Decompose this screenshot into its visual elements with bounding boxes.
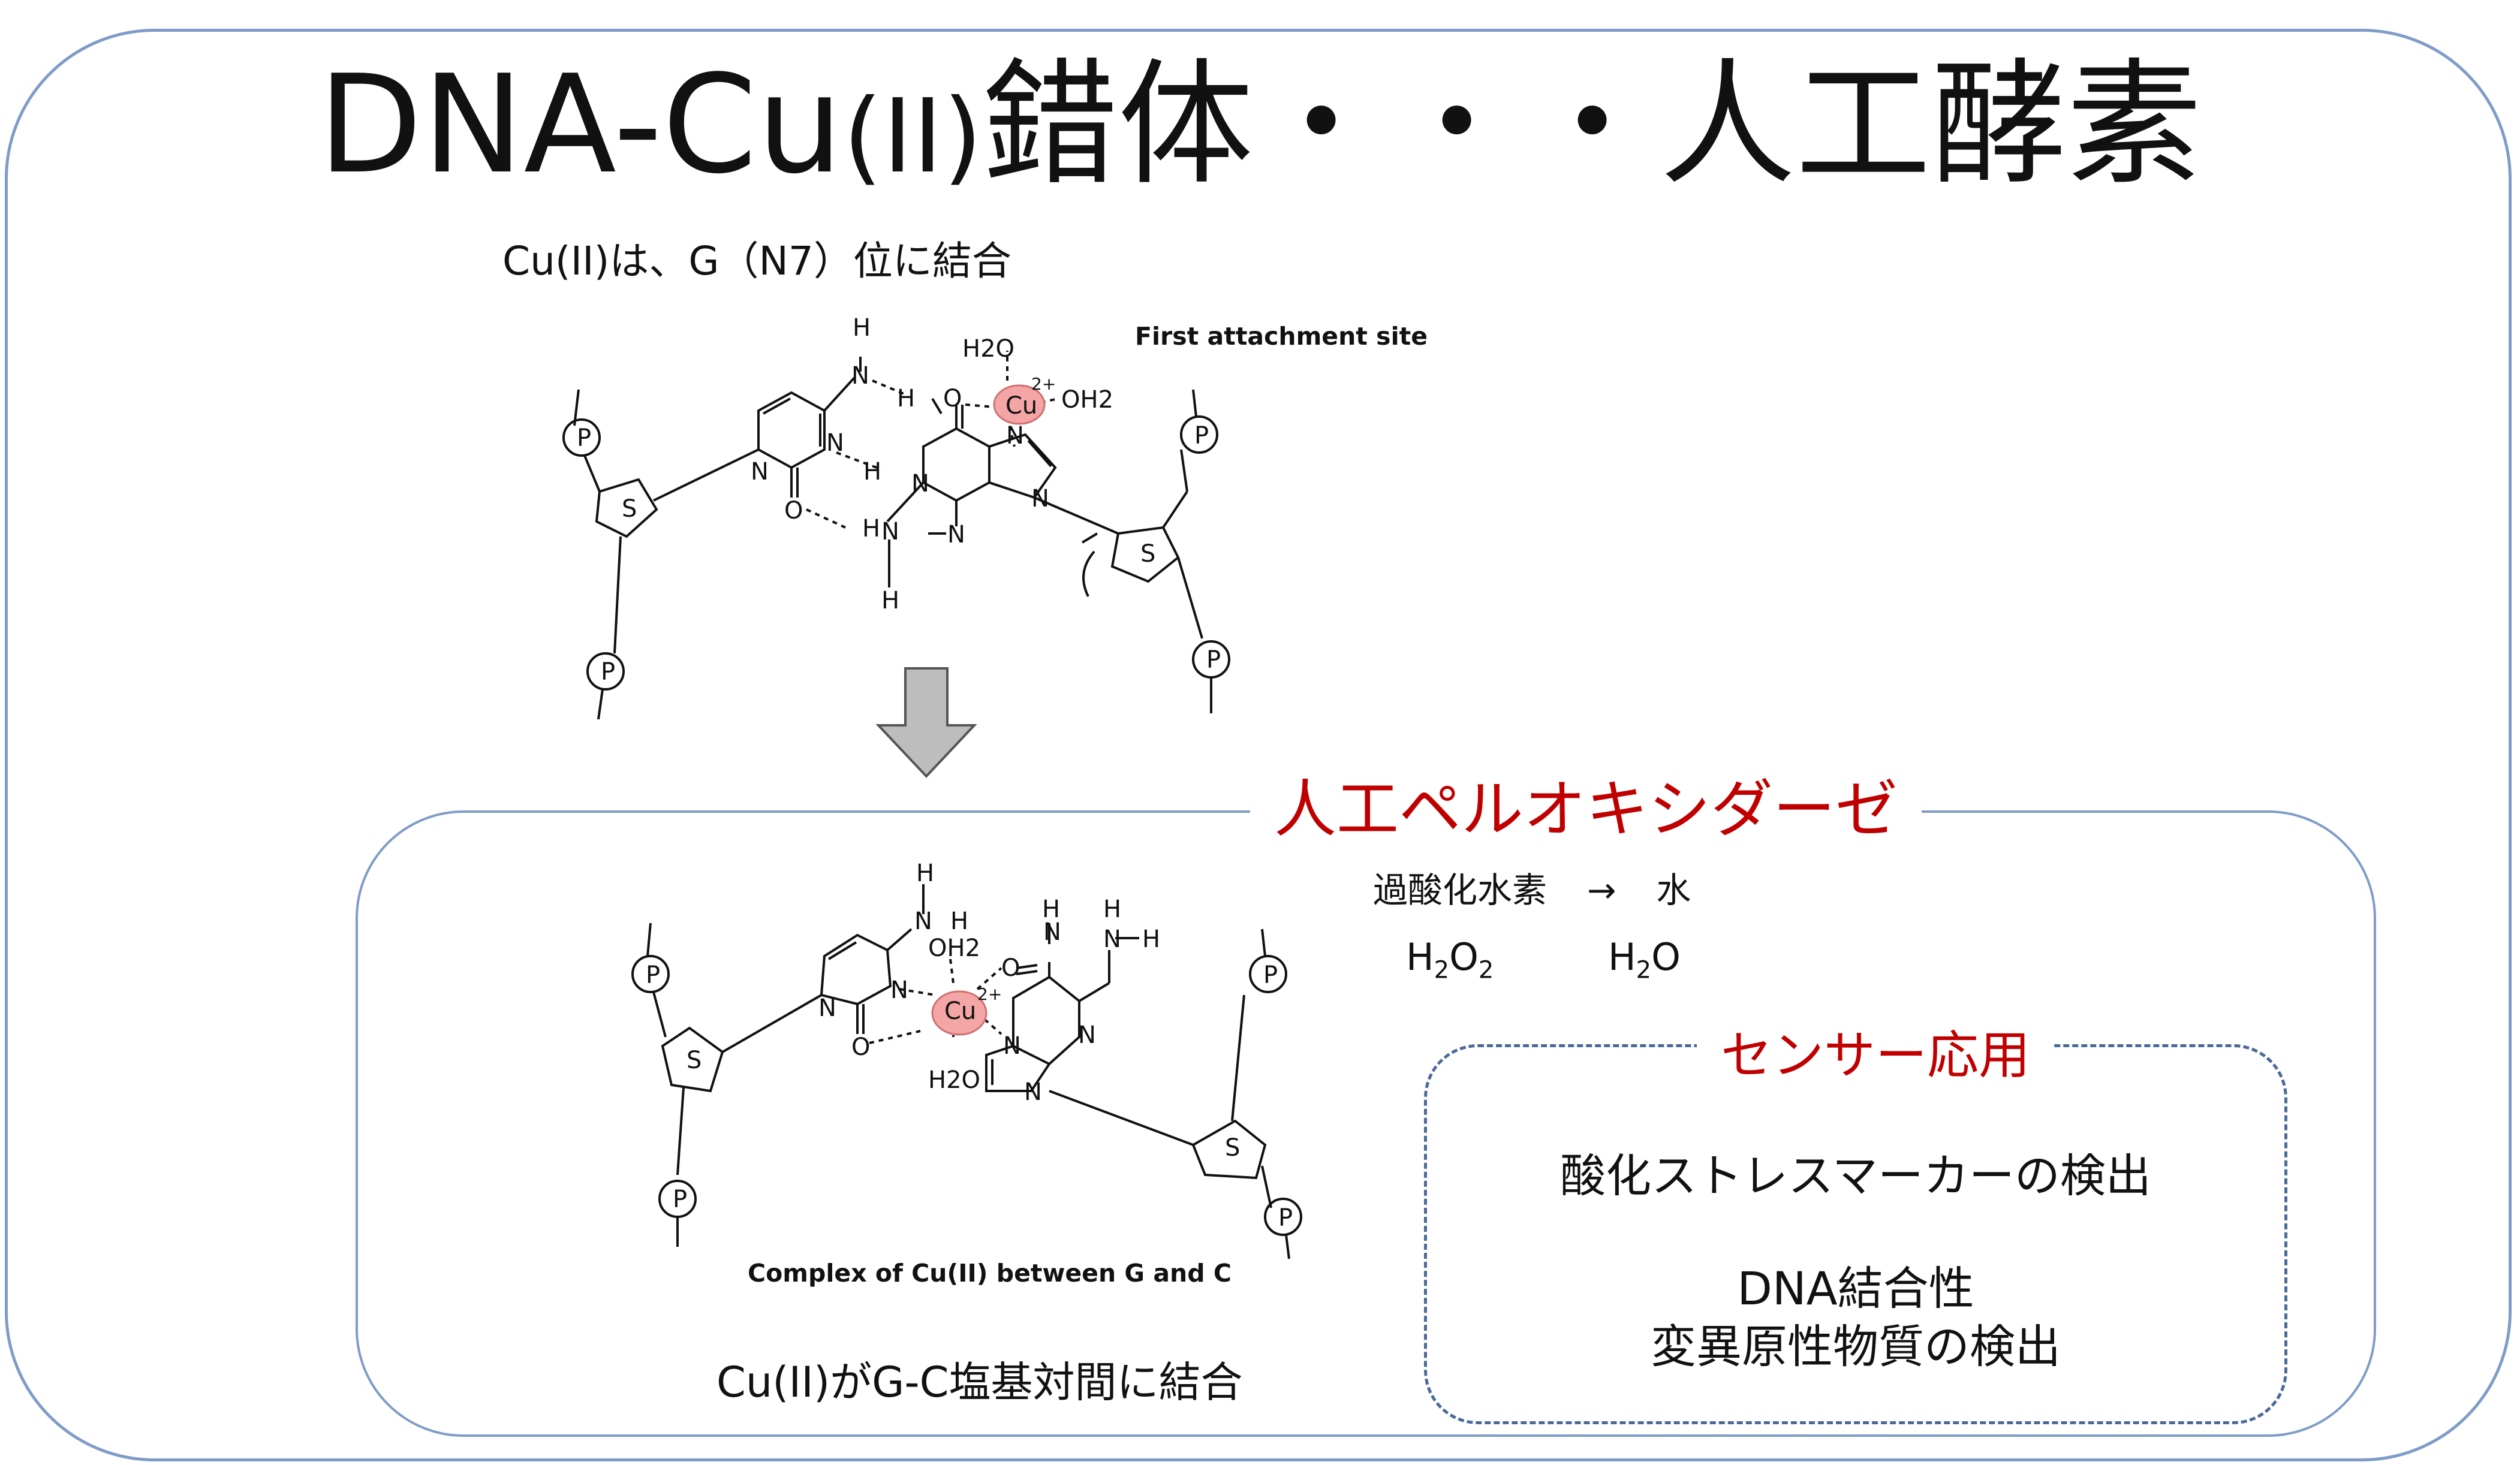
p-label: P [1263, 961, 1278, 989]
h-label: H [916, 860, 934, 887]
water-label: OH2 [1061, 386, 1113, 414]
title-paren: (II) [842, 77, 983, 196]
h-label: H [950, 908, 968, 935]
p-label: P [1194, 422, 1209, 450]
reaction-from: 過酸化水素 [1373, 870, 1547, 911]
cu-charge: 2+ [977, 984, 1002, 1004]
n-label: N [1006, 422, 1024, 450]
water-label: OH2 [928, 935, 980, 962]
cu-label: Cu [944, 997, 976, 1025]
n-label: N [818, 994, 836, 1022]
complex-caption: Complex of Cu(II) between G and C [748, 1259, 1232, 1288]
n-label: N [1043, 918, 1061, 946]
title-main: DNA-Cu [318, 46, 843, 204]
n-label: N [1078, 1021, 1096, 1049]
formula-sub: 2 [1434, 956, 1450, 984]
formula-sub: 2 [1478, 956, 1494, 984]
formula-to: H2O [1608, 935, 1681, 984]
formula-sub: 2 [1636, 956, 1652, 984]
h-label: H [1103, 896, 1121, 923]
p-label: P [673, 1186, 687, 1213]
s-label: S [1225, 1134, 1240, 1162]
n-label: N [826, 429, 844, 457]
first-attachment-caption: First attachment site [1135, 322, 1428, 351]
s-label: S [687, 1047, 701, 1074]
reaction-to: 水 [1656, 870, 1691, 911]
h-label: H [1042, 896, 1060, 923]
down-arrow [875, 667, 977, 778]
formula-from: H2O2 [1406, 935, 1494, 984]
h-label: H [881, 587, 899, 614]
formula-o: O [1449, 935, 1479, 979]
o-label: O [1001, 954, 1020, 982]
sensor-heading: センサー応用 [1697, 1013, 2054, 1088]
n-label: N [1103, 926, 1121, 953]
p-label: P [577, 424, 591, 452]
bottom-structure-diagram: P P P P S S N N N H H O OH2 Cu 2+ H2O O … [631, 860, 1302, 1259]
s-label: S [1140, 540, 1155, 568]
n-label: N [1031, 485, 1049, 513]
subtitle: Cu(II)は、G（N7）位に結合 [502, 238, 1011, 284]
reaction-line: 過酸化水素 → 水 [1373, 862, 1691, 912]
h-label: H [1142, 926, 1160, 953]
n-label: N [851, 362, 869, 390]
water-label: H2O [962, 335, 1014, 363]
cu-charge: 2+ [1031, 374, 1056, 394]
top-structure-diagram: P P P P S S N N N H H H O O N N N H H N … [562, 314, 1230, 720]
sensor-box [1424, 1044, 2287, 1424]
water-label: H2O [928, 1066, 980, 1094]
o-label: O [784, 497, 803, 524]
p-label: P [1206, 646, 1221, 674]
n-label: N [914, 908, 932, 935]
h-label: H [863, 458, 881, 486]
n-label: N [947, 521, 965, 548]
n-label: N [881, 518, 899, 545]
bottom-note: Cu(II)がG-C塩基対間に結合 [716, 1358, 1243, 1407]
n-label: N [1024, 1078, 1042, 1106]
page-title: DNA-Cu(II)錯体・・・人工酵素 [0, 50, 2520, 200]
p-label: P [646, 961, 660, 989]
formula-h: H [1406, 935, 1434, 979]
title-rest: 錯体・・・人工酵素 [982, 46, 2202, 204]
n-label: N [890, 976, 908, 1004]
h-label: H [862, 515, 880, 542]
reaction-arrow: → [1586, 870, 1616, 911]
n-label: N [1003, 1032, 1021, 1060]
p-label: P [601, 658, 615, 686]
sensor-item-2a: DNA結合性 [1737, 1262, 1974, 1315]
formula-h: H [1608, 935, 1636, 979]
o-label: O [851, 1033, 870, 1061]
enzyme-heading: 人工ペルオキシダーゼ [1250, 758, 1922, 849]
h-label: H [897, 385, 915, 412]
formula-o: O [1651, 935, 1681, 979]
p-label: P [1278, 1204, 1293, 1232]
s-label: S [622, 495, 637, 523]
h-label: H [853, 314, 871, 342]
sensor-item-2b: 変異原性物質の検出 [1651, 1320, 2061, 1373]
cu-label: Cu [1005, 392, 1037, 420]
n-label: N [751, 458, 769, 486]
n-label: N [911, 470, 929, 498]
o-label: O [943, 385, 962, 412]
sensor-item-1: 酸化ストレスマーカーの検出 [1560, 1149, 2151, 1202]
